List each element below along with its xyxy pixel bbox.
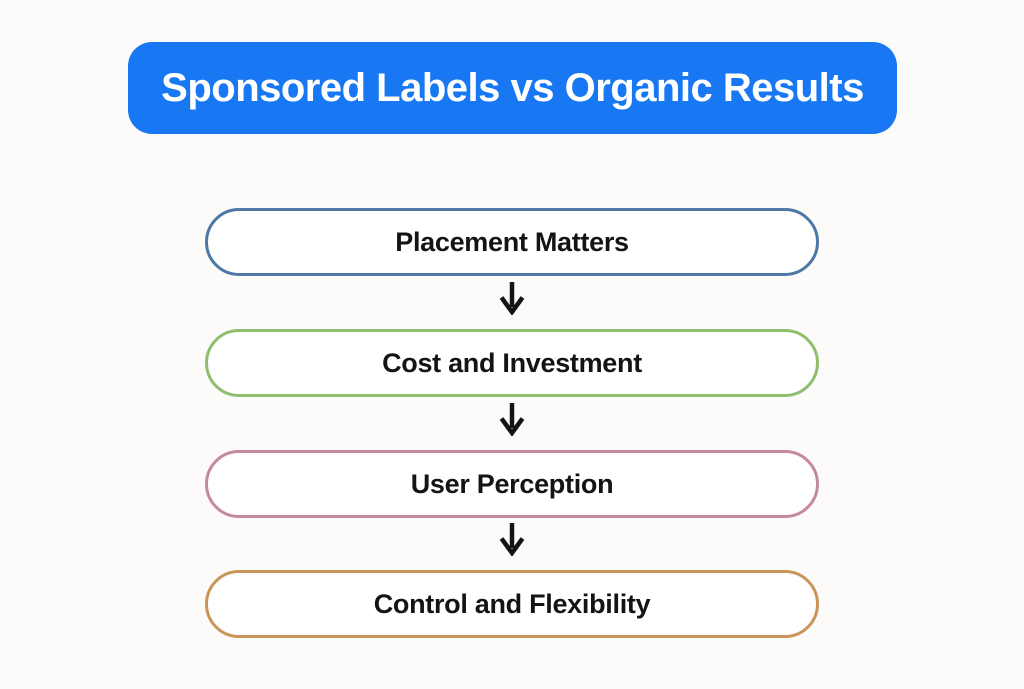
flow-node-placement-matters: Placement Matters — [205, 208, 819, 276]
down-arrow-icon — [494, 281, 530, 315]
page-title: Sponsored Labels vs Organic Results — [161, 65, 864, 110]
flow-node-cost-and-investment: Cost and Investment — [205, 329, 819, 397]
down-arrow-icon — [494, 522, 530, 556]
title-banner: Sponsored Labels vs Organic Results — [128, 42, 897, 134]
flow-node-label: Control and Flexibility — [373, 588, 651, 619]
flow-node-label: Placement Matters — [395, 226, 629, 257]
flow-node-label: User Perception — [410, 468, 614, 499]
flow-node-user-perception: User Perception — [205, 450, 819, 518]
flow-node-label: Cost and Investment — [382, 347, 642, 378]
flow-node-control-and-flexibility: Control and Flexibility — [205, 570, 819, 638]
down-arrow-icon — [494, 402, 530, 436]
